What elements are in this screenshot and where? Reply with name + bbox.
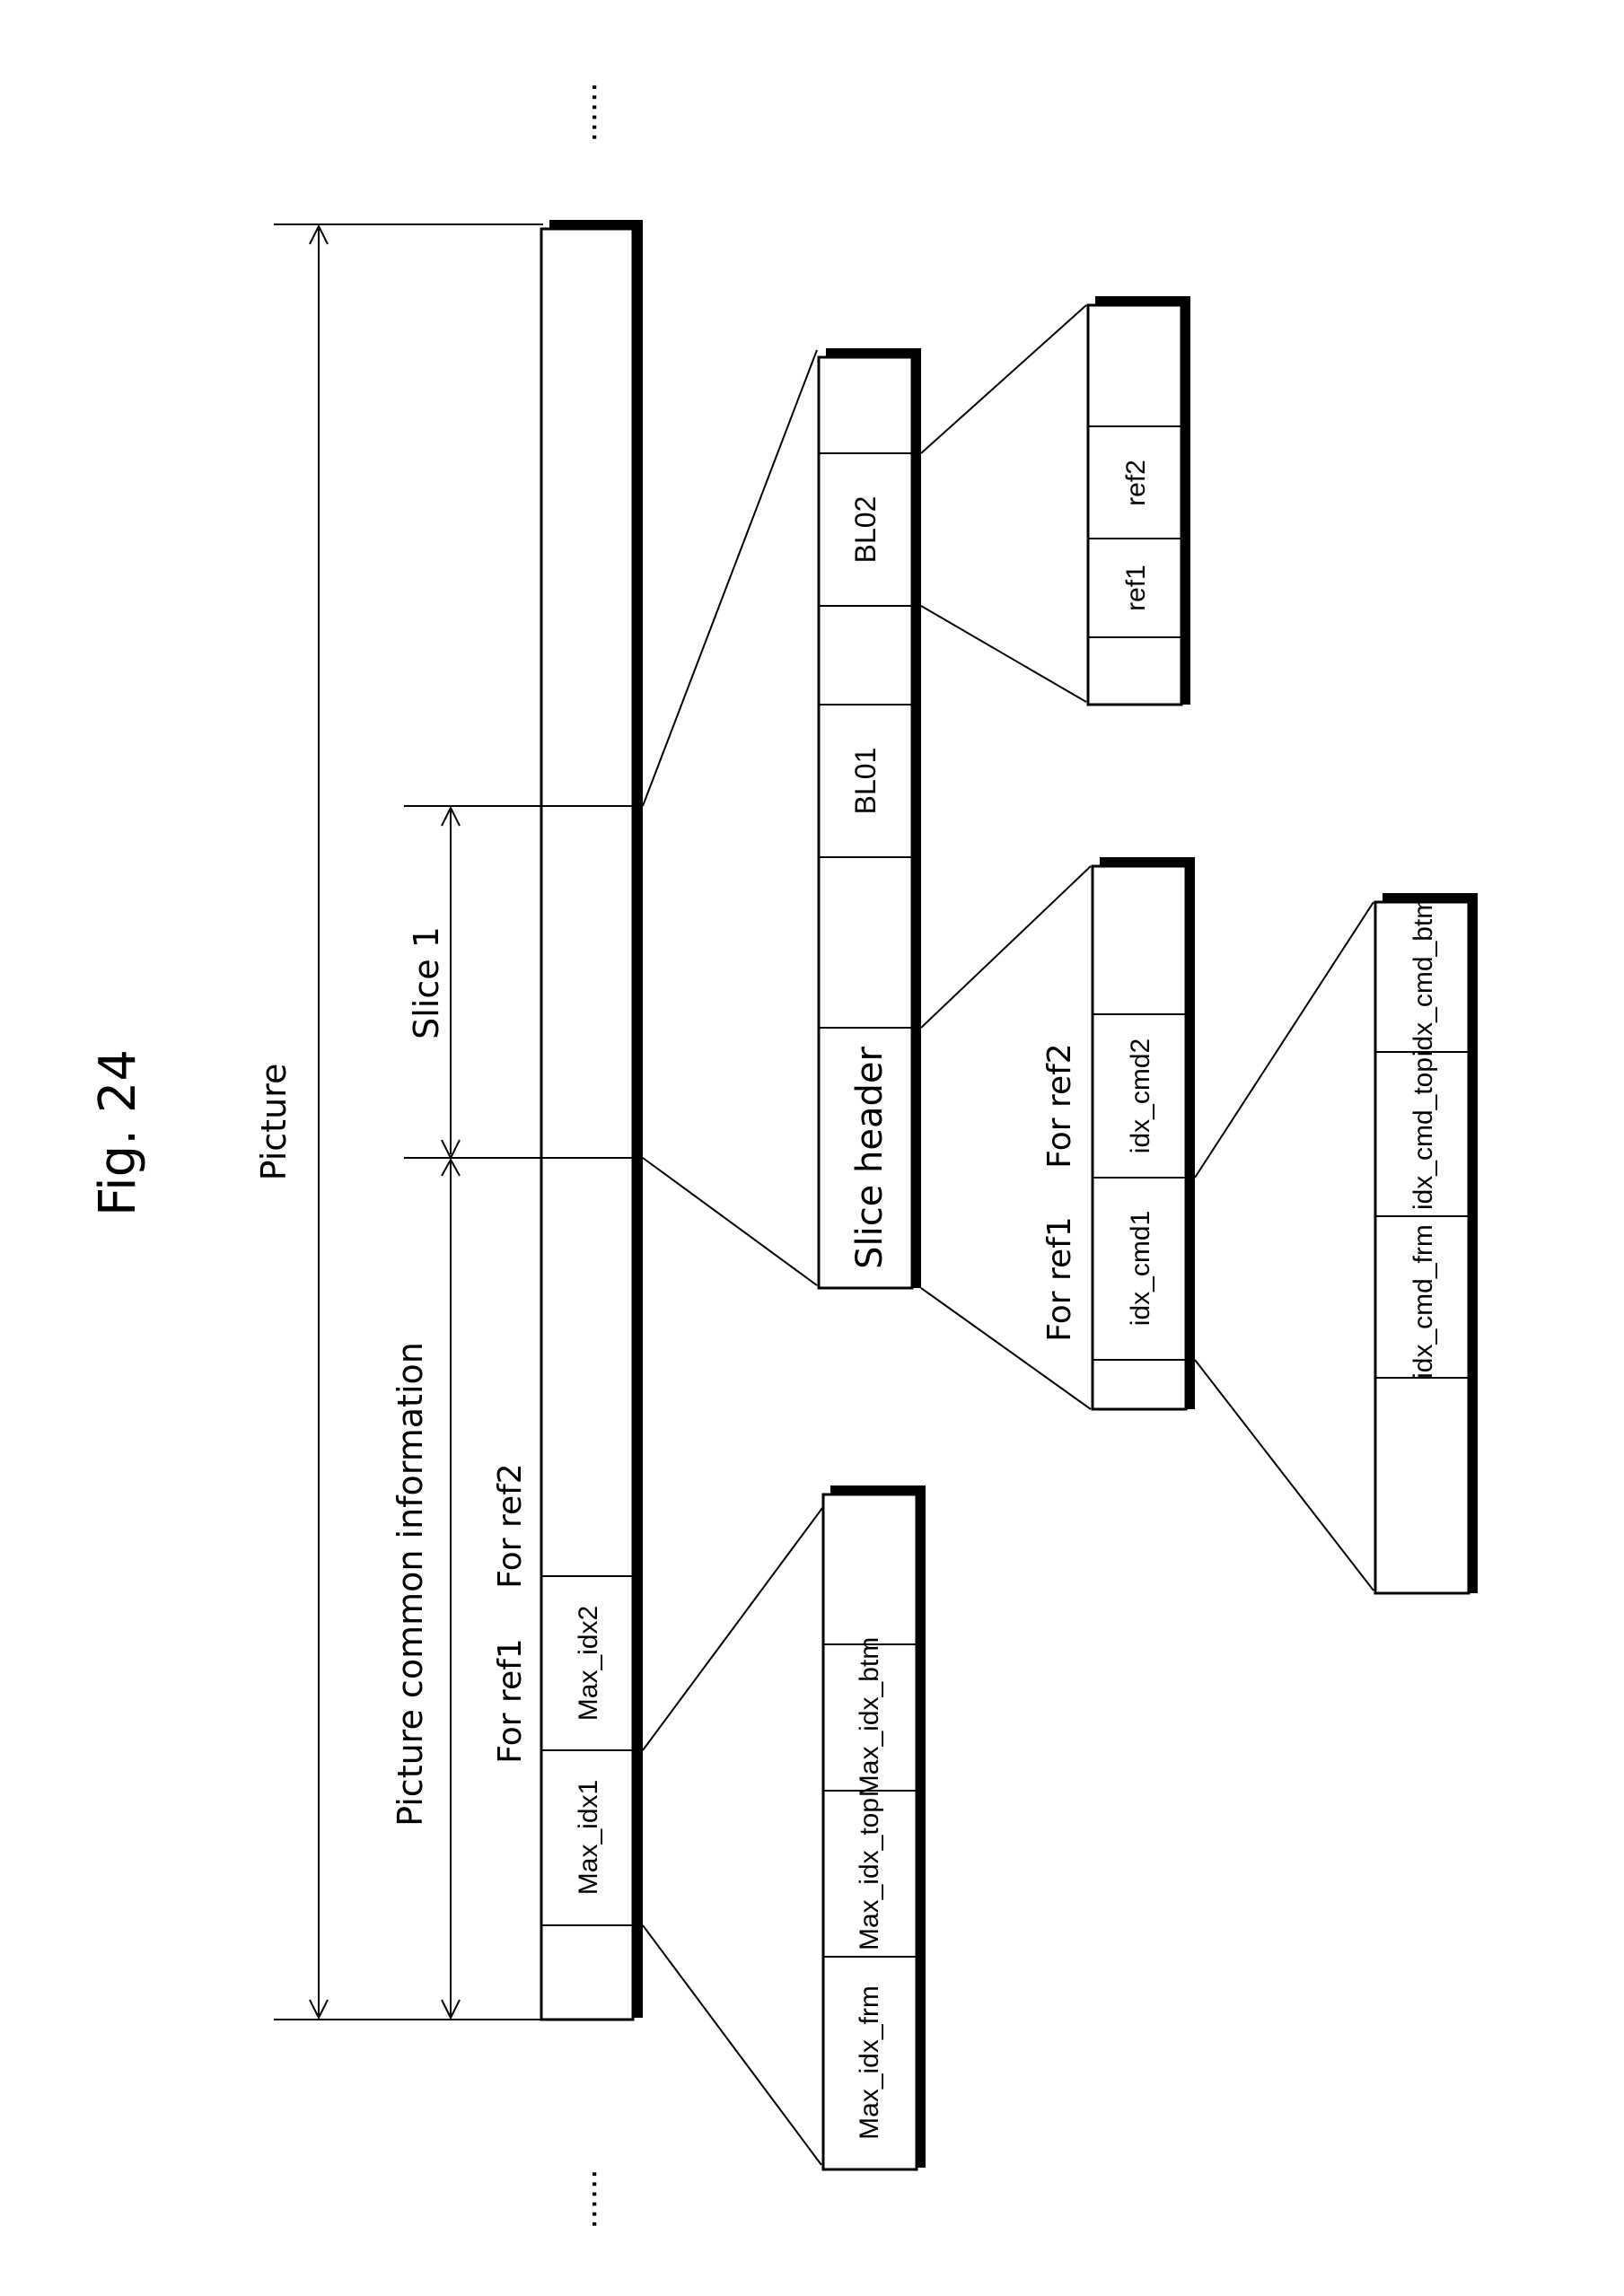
idx-cmd-frm-cell: idx_cmd_frm — [1409, 1224, 1438, 1379]
ref2-cell: ref2 — [1121, 460, 1151, 506]
picture-stream: Max_idx1 Max_idx2 — [540, 220, 643, 2021]
block-ref-detail: ref2 ref1 — [1086, 296, 1190, 706]
ellipsis-bottom: ...... — [584, 2169, 624, 2230]
slice-stream: BL02 BL01 Slice header — [817, 348, 921, 1290]
connector-line — [920, 605, 1087, 703]
max-idx-detail-box — [821, 1493, 918, 2171]
slice-stream-box — [817, 355, 914, 1290]
slice-header-cell: Slice header — [849, 1047, 891, 1269]
arrowhead-icon — [309, 1999, 329, 2020]
for-ref2-label-slice: For ref2 — [1041, 1043, 1078, 1168]
slice-header-detail: idx_cmd2 idx_cmd1 — [1091, 857, 1195, 1411]
ref1-cell: ref1 — [1121, 565, 1151, 611]
connector-line — [920, 865, 1092, 1029]
picture-dimension: Picture — [254, 223, 543, 2020]
ellipsis-top: ...... — [584, 83, 624, 143]
for-ref1-label: For ref1 — [492, 1638, 529, 1763]
idx-cmd1-cell: idx_cmd1 — [1126, 1211, 1155, 1326]
connector-line — [920, 304, 1087, 454]
slice1-label: Slice 1 — [407, 926, 446, 1039]
picture-stream-box — [540, 227, 635, 2021]
max-idx-top-cell: Max_idx_top — [855, 1798, 884, 1950]
bl02-cell: BL02 — [849, 496, 882, 564]
slice1-dimension: Slice 1 — [404, 805, 543, 1161]
arrowhead-icon — [441, 1999, 461, 2020]
for-ref1-label-slice: For ref1 — [1041, 1216, 1078, 1341]
figure-title: Fig. 24 — [89, 1049, 147, 1216]
picture-common-info-label: Picture common information — [391, 1342, 430, 1827]
for-ref2-label: For ref2 — [492, 1463, 529, 1588]
connector-line — [1194, 901, 1374, 1179]
max-idx-frm-cell: Max_idx_frm — [855, 1985, 884, 2140]
max-idx-btm-cell: Max_idx_btm — [855, 1637, 884, 1797]
connector-line — [642, 1924, 822, 2166]
max-idx2-cell: Max_idx2 — [574, 1606, 603, 1721]
arrowhead-icon — [441, 1157, 461, 1177]
connector-line — [642, 1157, 818, 1286]
bl01-cell: BL01 — [849, 748, 882, 815]
connector-line — [920, 1287, 1092, 1410]
idx-cmd-top-cell: idx_cmd_top — [1409, 1057, 1438, 1210]
connector-line — [642, 349, 818, 807]
max-idx-detail: Max_idx_btm Max_idx_top Max_idx_frm — [821, 1485, 926, 2171]
picture-label: Picture — [254, 1064, 294, 1181]
connector-line — [642, 1496, 831, 1751]
common-info-dimension: Picture common information — [391, 1157, 461, 2020]
idx-cmd-detail: idx_cmd_btm idx_cmd_top idx_cmd_frm — [1374, 893, 1478, 1595]
max-idx1-cell: Max_idx1 — [574, 1780, 603, 1895]
arrowhead-icon — [441, 805, 461, 827]
idx-cmd-btm-cell: idx_cmd_btm — [1409, 897, 1438, 1056]
connector-line — [1194, 1359, 1374, 1591]
arrowhead-icon — [309, 223, 329, 245]
slice-header-detail-box — [1091, 864, 1188, 1411]
idx-cmd2-cell: idx_cmd2 — [1126, 1038, 1155, 1153]
idx-cmd-detail-box — [1374, 900, 1470, 1595]
